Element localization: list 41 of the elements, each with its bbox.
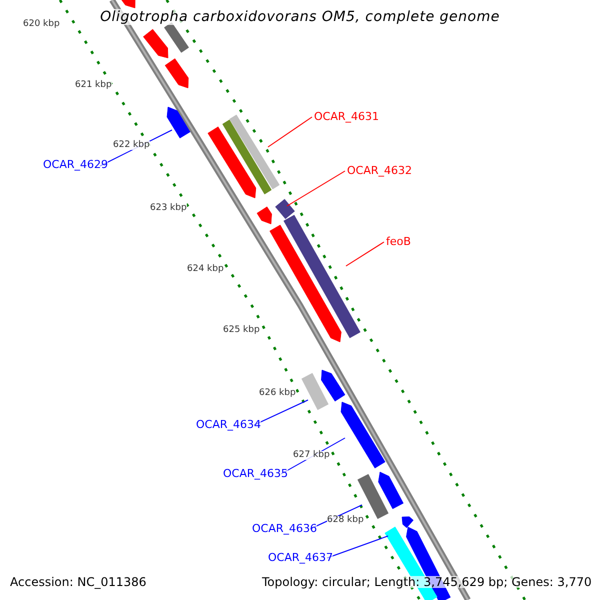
gene-label: OCAR_4637	[268, 552, 334, 563]
gene-pointed-block	[340, 402, 386, 468]
leader-line	[326, 536, 388, 558]
gene-label: OCAR_4635	[223, 468, 288, 479]
gene-block	[301, 372, 329, 410]
tick-label: 626 kbp	[259, 389, 296, 398]
tick-label: 624 kbp	[187, 265, 224, 274]
gene-label: OCAR_4634	[196, 419, 262, 430]
info-text: Topology: circular; Length: 3,745,629 bp; Genes: 3,770	[262, 576, 592, 588]
gene-pointed-block	[143, 29, 168, 58]
gene-label: OCAR_4632	[347, 165, 412, 176]
tick-label: 620 kbp	[23, 20, 60, 29]
gene-pointed-block	[321, 370, 346, 402]
gene-label: OCAR_4636	[252, 523, 318, 534]
gene-pointed-block	[402, 516, 414, 528]
tick-label: 627 kbp	[293, 451, 330, 460]
gene-block	[229, 114, 280, 190]
gene-pointed-block	[378, 472, 404, 510]
tick-label: 622 kbp	[113, 141, 150, 150]
gene-label: feoB	[386, 236, 411, 247]
leader-line	[286, 170, 346, 206]
gene-block	[222, 120, 272, 194]
gene-block	[284, 214, 360, 338]
gene-pointed-block	[164, 58, 189, 88]
gene-block	[164, 22, 189, 53]
gene-pointed-block	[256, 206, 272, 224]
tick-label: 628 kbp	[327, 516, 364, 525]
gene-label: OCAR_4631	[314, 111, 380, 122]
gene-label: OCAR_4629	[43, 159, 108, 170]
leader-line	[268, 116, 312, 148]
tick-label: 625 kbp	[223, 326, 260, 335]
tick-label: 621 kbp	[75, 81, 112, 90]
info-text: Accession: NC_011386	[10, 576, 146, 588]
leader-line	[254, 400, 308, 426]
gene-pointed-block	[166, 106, 190, 138]
title: Oligotropha carboxidovorans OM5, complete genome	[100, 9, 500, 25]
gene-block	[275, 198, 295, 220]
gene-pointed-block	[208, 126, 256, 198]
leader-line	[346, 242, 384, 266]
gene-pointed-block	[270, 224, 342, 342]
tick-label: 623 kbp	[150, 204, 187, 213]
